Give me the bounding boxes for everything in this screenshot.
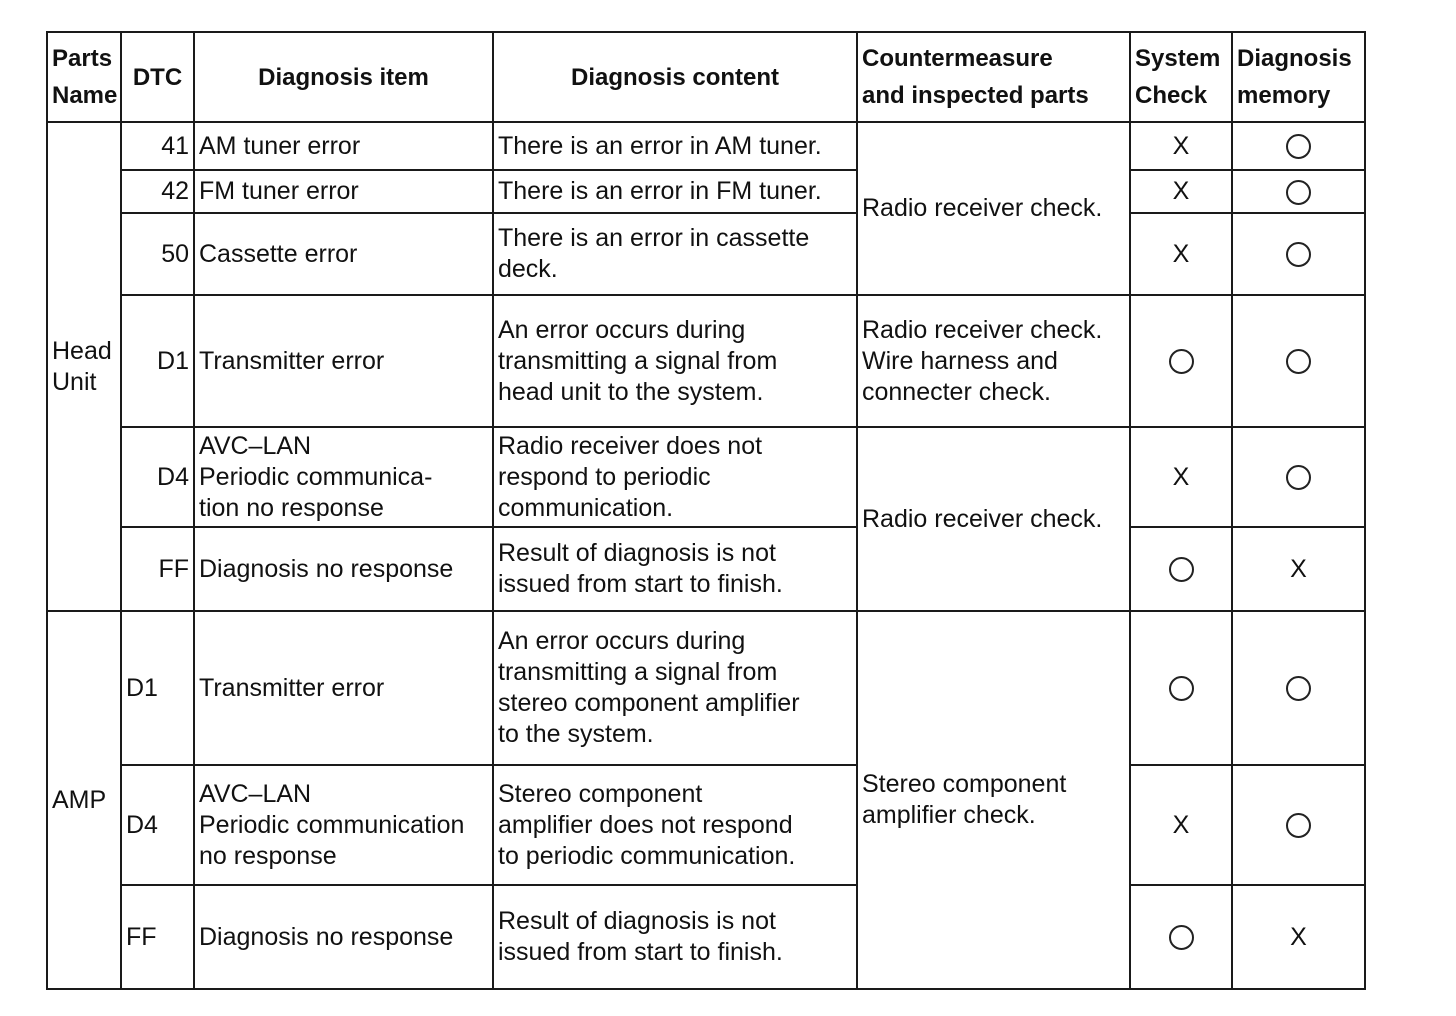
system-check-cell (1129, 294, 1233, 428)
dtc-table: Parts Name DTC Diagnosis item Diagnosis … (46, 31, 1366, 990)
circle-mark-icon (1286, 349, 1311, 375)
diagnosis-content-cell: There is an error in cassette deck. (492, 212, 858, 296)
countermeasure-cell: Radio receiver check. (856, 426, 1131, 612)
diagnosis-memory-cell (1231, 610, 1366, 766)
diagnosis-memory-cell: X (1231, 526, 1366, 612)
diagnosis-content-cell: There is an error in AM tuner. (492, 121, 858, 171)
countermeasure-cell: Stereo component amplifier check. (856, 610, 1131, 990)
dtc-cell: D1 (120, 294, 195, 428)
diagnosis-item-cell: FM tuner error (193, 169, 494, 214)
parts-name-cell: AMP (46, 610, 122, 990)
table-row: D4 AVC–LAN Periodic communica- tion no r… (47, 426, 1366, 612)
circle-mark-icon (1286, 676, 1311, 702)
dtc-cell: D1 (120, 610, 195, 766)
table-row: AMP D1 Transmitter error An error occurs… (46, 610, 1366, 990)
system-check-cell: X (1129, 169, 1233, 214)
diagnosis-memory-cell (1231, 426, 1366, 528)
diagnosis-content-cell: Result of diagnosis is not issued from s… (492, 526, 858, 612)
system-check-cell: X (1129, 426, 1233, 528)
diagnosis-memory-cell (1231, 294, 1366, 428)
diagnosis-content-cell: Result of diagnosis is not issued from s… (492, 884, 858, 990)
circle-mark-icon (1168, 557, 1194, 583)
diagnosis-memory-cell: X (1231, 884, 1366, 990)
x-mark: X (1290, 922, 1307, 951)
dtc-cell: 41 (120, 121, 195, 171)
dtc-cell: D4 (120, 764, 195, 886)
x-mark: X (1172, 177, 1190, 205)
diagnosis-item-cell: Cassette error (193, 212, 494, 296)
header-diagnosis-content: Diagnosis content (492, 31, 858, 123)
diagnosis-item-cell: Diagnosis no response (193, 884, 494, 990)
circle-mark-icon (1286, 813, 1311, 839)
table-row: 50 Cassette error There is an error in c… (47, 212, 1366, 296)
x-mark: X (1172, 462, 1190, 491)
dtc-cell: 50 (120, 212, 195, 296)
diagnosis-memory-cell (1231, 121, 1366, 171)
system-check-cell: X (1129, 764, 1233, 886)
circle-mark-icon (1286, 242, 1311, 268)
table-row: FF Diagnosis no response Result of diagn… (47, 526, 1366, 612)
header-dtc: DTC (120, 31, 195, 123)
diagnosis-content-cell: Stereo component amplifier does not resp… (492, 764, 858, 886)
header-system-check: System Check (1129, 31, 1233, 123)
diagnosis-item-cell: Transmitter error (193, 610, 494, 766)
table-row: Head Unit 41 AM tuner error There is an … (46, 121, 1366, 612)
x-mark: X (1172, 239, 1190, 268)
system-check-cell (1129, 526, 1233, 612)
system-check-cell (1129, 610, 1233, 766)
header-row: Parts Name DTC Diagnosis item Diagnosis … (46, 31, 1366, 123)
diagnosis-content-cell: There is an error in FM tuner. (492, 169, 858, 214)
dtc-cell: FF (120, 526, 195, 612)
table-row: FF Diagnosis no response Result of diagn… (47, 884, 1366, 990)
diagnosis-item-cell: Diagnosis no response (193, 526, 494, 612)
system-check-cell: X (1129, 212, 1233, 296)
header-countermeasure: Countermeasure and inspected parts (856, 31, 1131, 123)
circle-mark-icon (1286, 179, 1311, 205)
table-row: D4 AVC–LAN Periodic communication no res… (47, 764, 1366, 886)
dtc-cell: D4 (120, 426, 195, 528)
diagnosis-memory-cell (1231, 212, 1366, 296)
dtc-cell: 42 (120, 169, 195, 214)
diagnosis-content-cell: Radio receiver does not respond to perio… (492, 426, 858, 528)
table-row: D1 Transmitter error An error occurs dur… (47, 294, 1366, 428)
dtc-cell: FF (120, 884, 195, 990)
x-mark: X (1290, 554, 1307, 583)
diagnosis-content-cell: An error occurs during transmitting a si… (492, 294, 858, 428)
diagnosis-memory-cell (1231, 169, 1366, 214)
x-mark: X (1172, 131, 1190, 160)
circle-mark-icon (1286, 134, 1311, 160)
x-mark: X (1172, 810, 1190, 839)
table-row: 42 FM tuner error There is an error in F… (47, 169, 1366, 214)
countermeasure-cell: Radio receiver check. Wire harness and c… (856, 294, 1131, 428)
diagnosis-memory-cell (1231, 764, 1366, 886)
circle-mark-icon (1168, 925, 1194, 951)
circle-mark-icon (1286, 465, 1311, 491)
diagnosis-item-cell: AVC–LAN Periodic communication no respon… (193, 764, 494, 886)
circle-mark-icon (1168, 349, 1194, 375)
system-check-cell (1129, 884, 1233, 990)
diagnosis-item-cell: Transmitter error (193, 294, 494, 428)
diagnosis-content-cell: An error occurs during transmitting a si… (492, 610, 858, 766)
parts-name-cell: Head Unit (46, 121, 122, 612)
header-parts-name: Parts Name (46, 31, 122, 123)
diagnosis-item-cell: AM tuner error (193, 121, 494, 171)
diagnosis-item-cell: AVC–LAN Periodic communica- tion no resp… (193, 426, 494, 528)
header-diagnosis-memory: Diagnosis memory (1231, 31, 1366, 123)
circle-mark-icon (1168, 676, 1194, 702)
countermeasure-cell: Radio receiver check. (856, 121, 1131, 296)
header-diagnosis-item: Diagnosis item (193, 31, 494, 123)
system-check-cell: X (1129, 121, 1233, 171)
